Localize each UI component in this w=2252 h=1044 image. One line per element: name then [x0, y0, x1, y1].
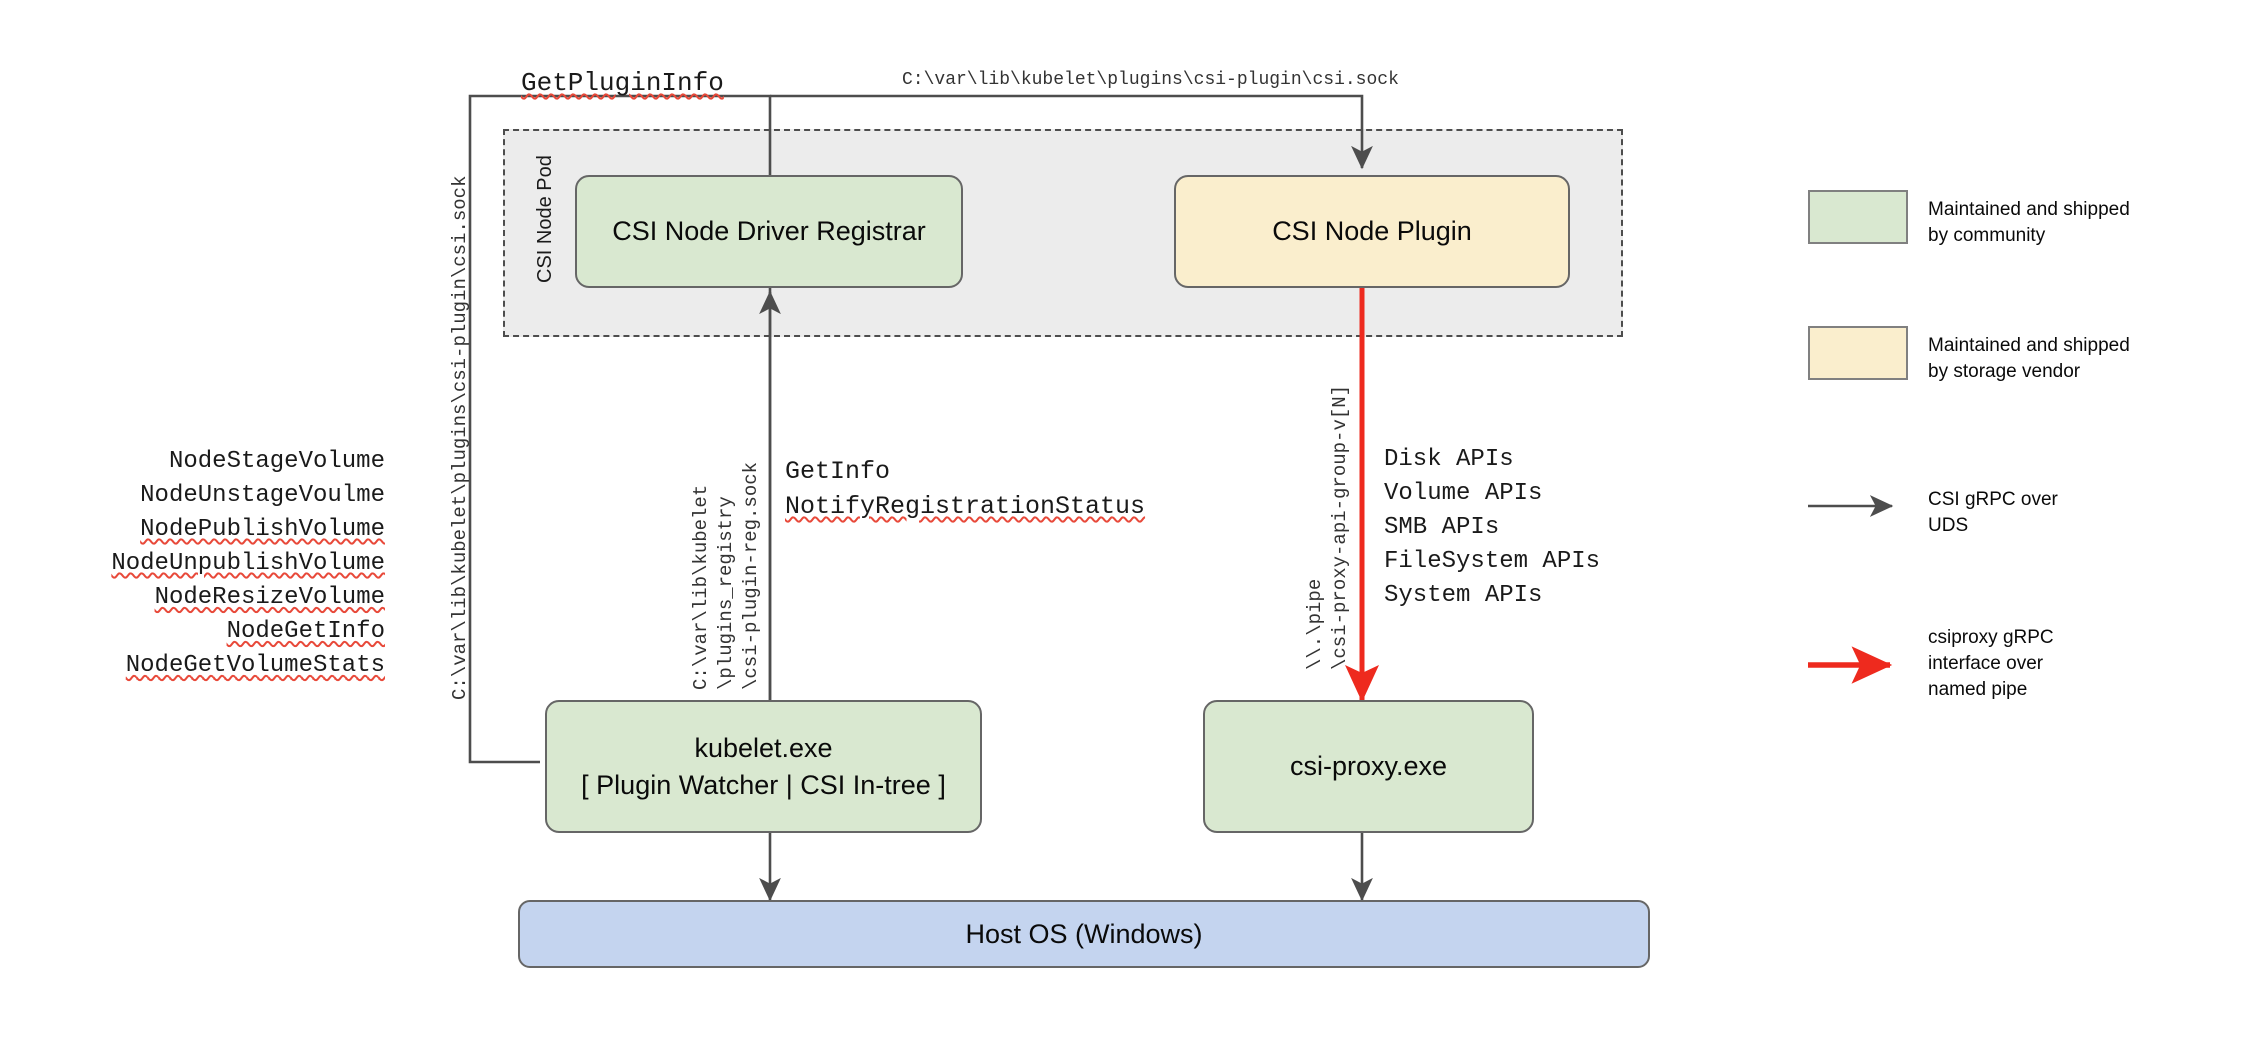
rpc-item: NodeUnpublishVolume — [111, 550, 385, 578]
label-named-pipe-line-2: \csi-proxy-api-group-v[N] — [1329, 384, 1351, 670]
rpc-item: NodeResizeVolume — [154, 584, 385, 612]
node-host-os[interactable]: Host OS (Windows) — [518, 900, 1650, 968]
csi-node-rpc-list: NodeStageVolume NodeUnstageVoulme NodePu… — [75, 445, 385, 684]
legend-label-csi-grpc-uds: CSI gRPC over UDS — [1928, 489, 2058, 537]
legend-swatch-community — [1808, 190, 1908, 244]
node-label: CSI Node Driver Registrar — [612, 216, 926, 247]
node-label: Host OS (Windows) — [965, 918, 1203, 949]
api-item: SMB APIs — [1384, 514, 1500, 542]
legend-swatch-storage-vendor — [1808, 326, 1908, 380]
label-named-pipe-line-1: \\.\pipe — [1304, 578, 1326, 670]
csi-node-pod-label: CSI Node Pod — [534, 155, 556, 283]
label-get-plugin-info: GetPluginInfo — [521, 68, 724, 98]
node-csi-proxy-exe[interactable]: csi-proxy.exe — [1203, 700, 1534, 833]
node-csi-node-plugin[interactable]: CSI Node Plugin — [1174, 175, 1570, 288]
label-registry-sock-line-3: \csi-plugin-reg.sock — [740, 461, 762, 690]
csi-proxy-api-list: Disk APIs Volume APIs SMB APIs FileSyste… — [1384, 443, 1684, 613]
legend-label-storage-vendor: Maintained and shipped by storage vendor — [1928, 335, 2130, 383]
node-label: CSI Node Plugin — [1272, 216, 1472, 247]
node-label: csi-proxy.exe — [1289, 751, 1448, 782]
rpc-item: NodeGetVolumeStats — [125, 652, 385, 680]
label-csi-sock-path-vertical: C:\var\lib\kubelet\plugins\csi-plugin\cs… — [449, 175, 471, 701]
rpc-item: NodeUnstageVoulme — [140, 482, 385, 510]
legend-label-community: Maintained and shipped by community — [1928, 199, 2130, 247]
rpc-item: NodeGetInfo — [226, 618, 385, 646]
label-registry-sock-line-1: C:\var\lib\kubelet — [690, 484, 712, 690]
api-item: System APIs — [1384, 582, 1543, 610]
kubelet-title: kubelet.exe — [694, 733, 833, 764]
api-item: Disk APIs — [1384, 446, 1514, 473]
node-csi-node-driver-registrar[interactable]: CSI Node Driver Registrar — [575, 175, 963, 288]
rpc-item: NodeStageVolume — [168, 448, 385, 475]
legend-label-csiproxy-grpc: csiproxy gRPC interface over named pipe — [1928, 627, 2054, 701]
label-get-info: GetInfo — [785, 457, 891, 486]
label-notify-registration-status: NotifyRegistrationStatus — [785, 492, 1146, 521]
kubelet-subtitle: [ Plugin Watcher | CSI In-tree ] — [581, 769, 946, 800]
rpc-item: NodePublishVolume — [140, 516, 385, 544]
api-item: Volume APIs — [1384, 480, 1543, 508]
label-registry-sock-line-2: \plugins_registry — [715, 496, 737, 690]
node-kubelet-exe[interactable]: kubelet.exe [ Plugin Watcher | CSI In-tr… — [545, 700, 982, 833]
api-item: FileSystem APIs — [1384, 548, 1601, 576]
label-csi-sock-path-top: C:\var\lib\kubelet\plugins\csi-plugin\cs… — [902, 70, 1399, 90]
